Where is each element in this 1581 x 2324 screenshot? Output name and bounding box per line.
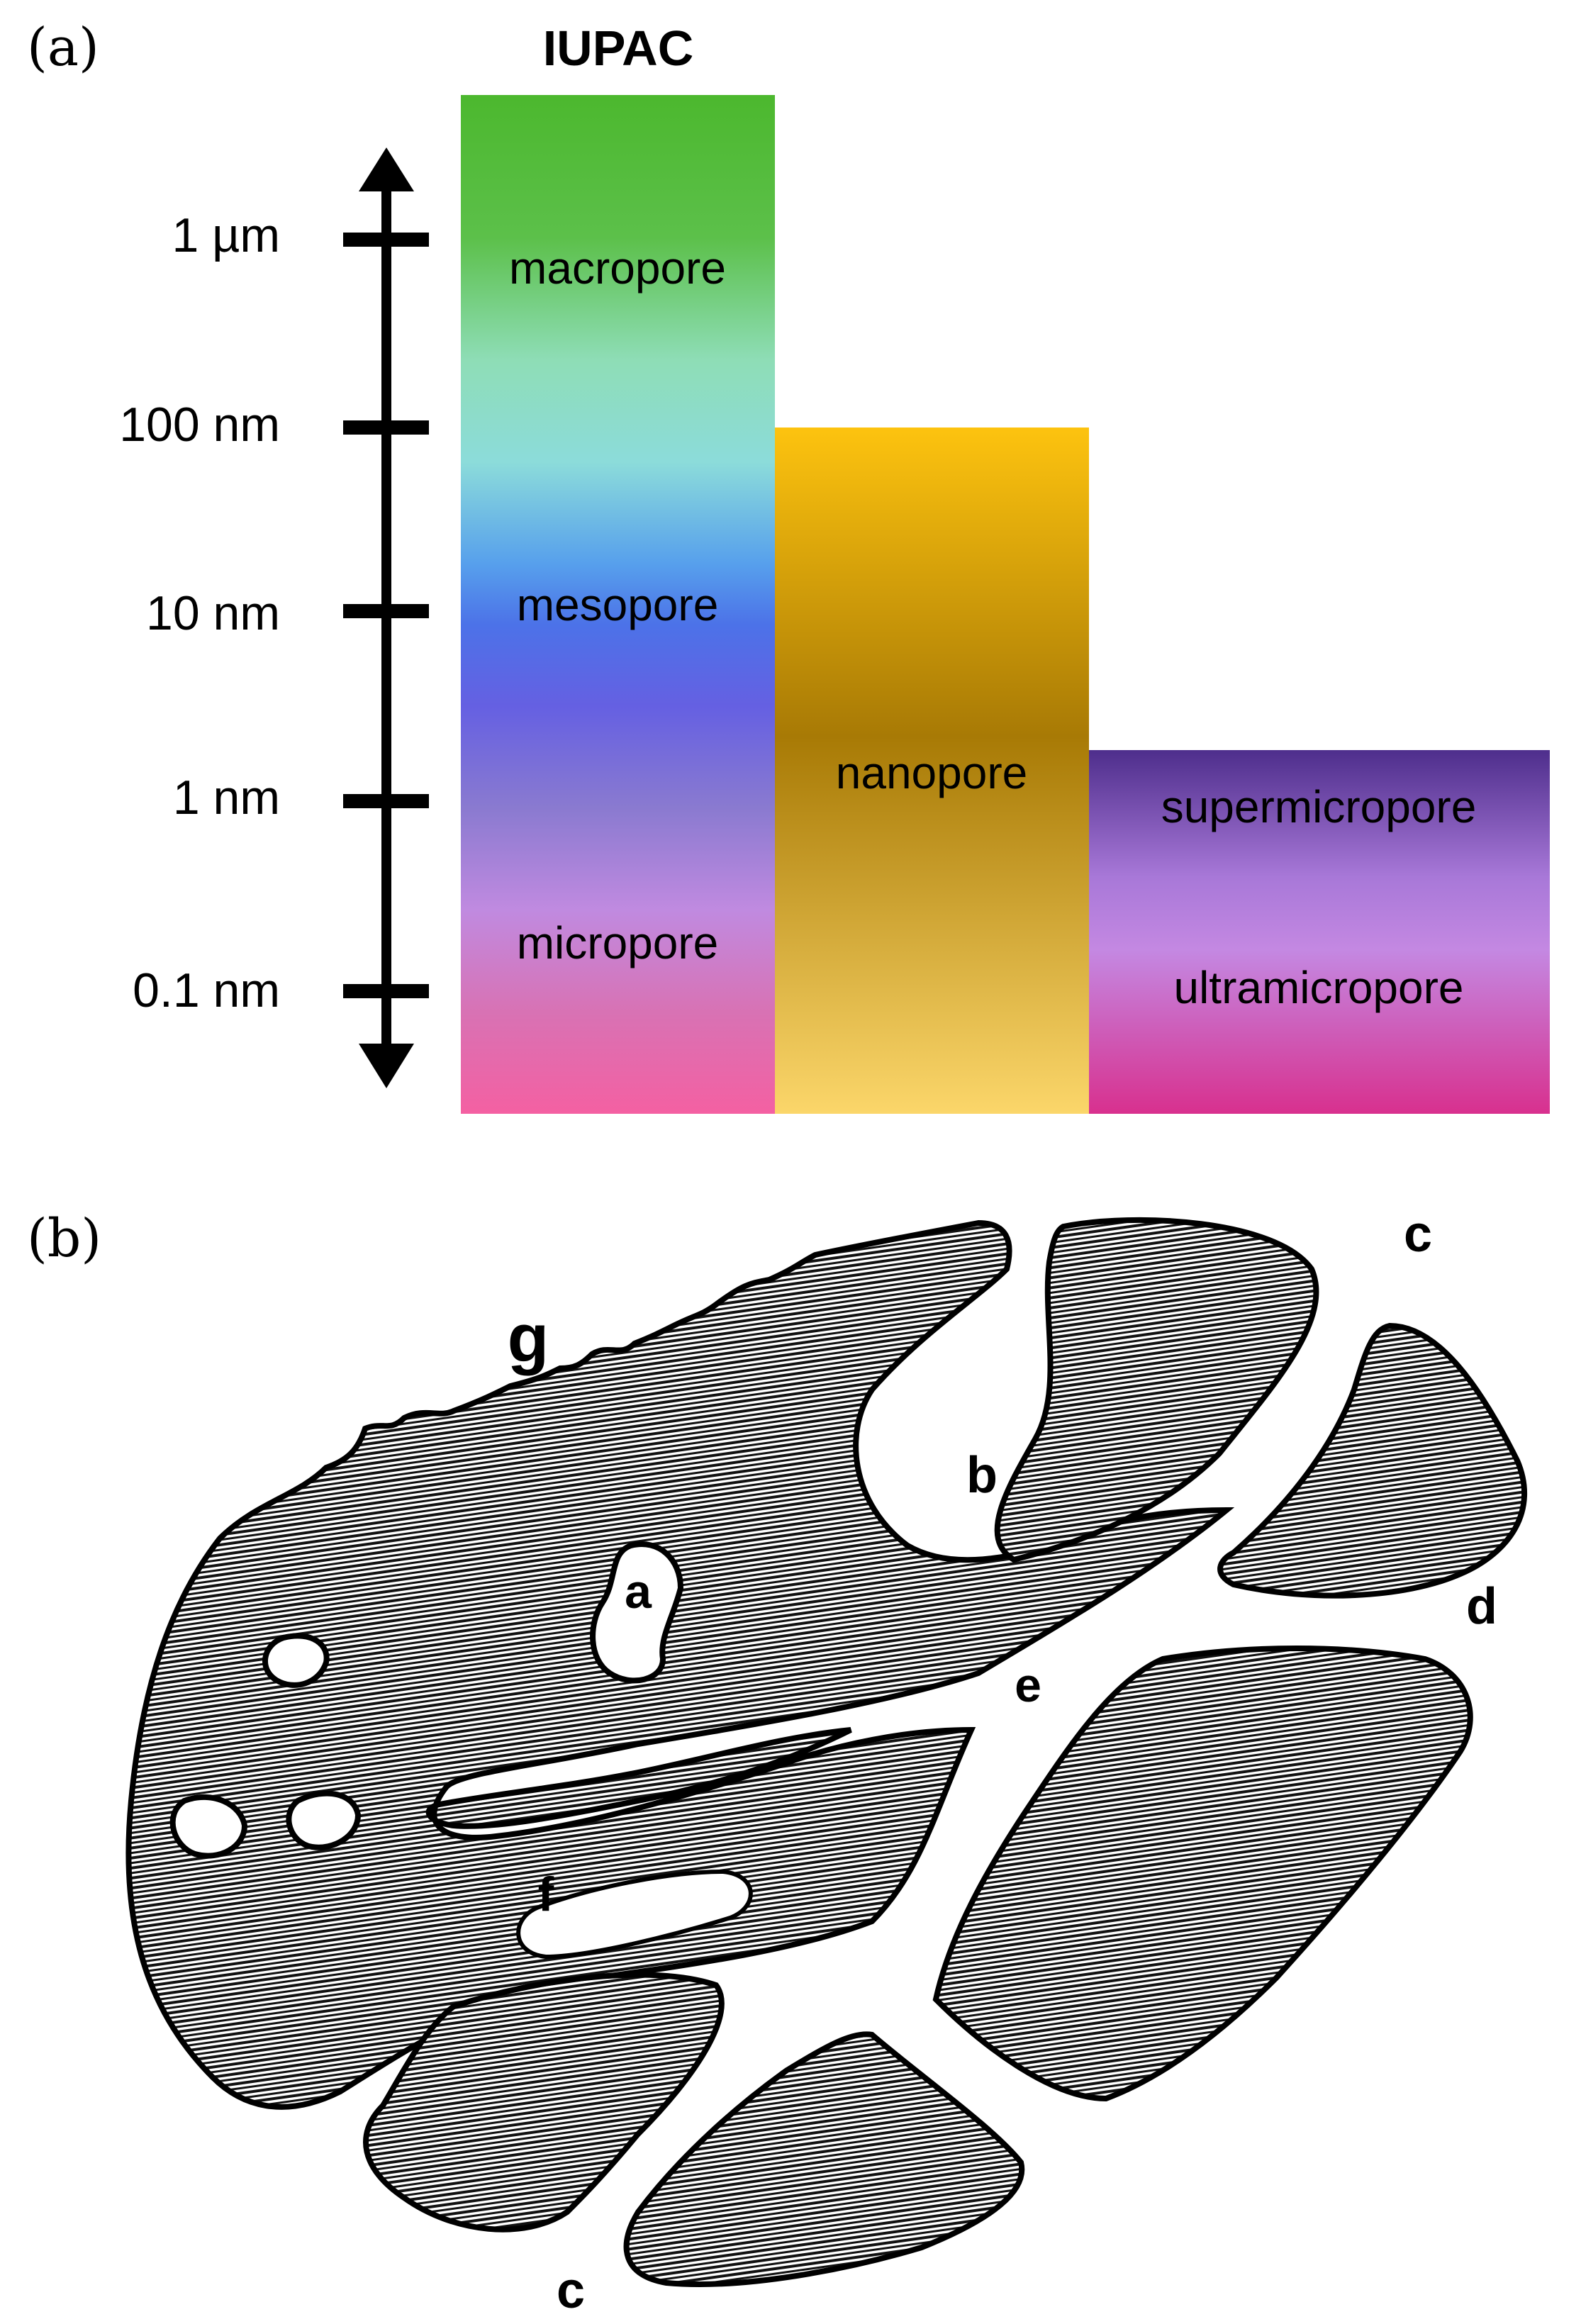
pore-label-g: g bbox=[508, 1300, 549, 1376]
tick-label-0-1nm: 0.1 nm bbox=[133, 963, 280, 1017]
main-grain-body bbox=[125, 1219, 1235, 2110]
right-middle-grain bbox=[932, 1646, 1473, 2102]
nanopore-column: nanopore bbox=[775, 428, 1089, 1114]
tick-label-1um: 1 µm bbox=[172, 208, 280, 262]
pore-label-e: e bbox=[1015, 1658, 1041, 1712]
tick-label-100nm: 100 nm bbox=[119, 398, 280, 452]
pore-label-c-top: c bbox=[1404, 1206, 1432, 1263]
bottom-center-grain bbox=[623, 2031, 1025, 2287]
nanopore-column-bar bbox=[775, 428, 1089, 1114]
axis-arrow-up bbox=[359, 147, 414, 191]
region-supermicropore: supermicropore bbox=[1161, 781, 1477, 832]
iupac-column-bar bbox=[461, 95, 775, 1114]
panel-b-label: (b) bbox=[27, 1208, 101, 1269]
panel-b: (b) a b c c d e f g bbox=[27, 1206, 1527, 2319]
pore-f-slit bbox=[516, 1869, 753, 1960]
subdivision-column-bar bbox=[1089, 750, 1550, 1114]
pore-label-d: d bbox=[1466, 1578, 1497, 1635]
pore-label-b: b bbox=[966, 1447, 998, 1504]
region-macropore: macropore bbox=[509, 242, 726, 294]
pore-label-f: f bbox=[538, 1867, 554, 1921]
far-right-grain bbox=[1217, 1322, 1527, 1599]
tick-label-10nm: 10 nm bbox=[146, 586, 280, 640]
pore-label-c-bottom: c bbox=[557, 2262, 585, 2319]
panel-a: (a) IUPAC 1 µm 100 nm 10 nm 1 nm 0.1 nm … bbox=[27, 17, 1550, 1114]
iupac-header: IUPAC bbox=[543, 21, 694, 76]
iupac-column: macropore mesopore micropore bbox=[461, 95, 775, 1114]
axis-arrow-down bbox=[359, 1044, 414, 1088]
subdivision-column: supermicropore ultramicropore bbox=[1089, 750, 1550, 1114]
region-ultramicropore: ultramicropore bbox=[1173, 962, 1463, 1013]
region-mesopore: mesopore bbox=[517, 579, 719, 630]
panel-a-label: (a) bbox=[27, 17, 99, 78]
upper-right-grain bbox=[994, 1217, 1319, 1563]
bottom-left-grain bbox=[363, 1972, 725, 2233]
size-scale-axis: 1 µm 100 nm 10 nm 1 nm 0.1 nm bbox=[119, 147, 429, 1088]
region-micropore: micropore bbox=[517, 917, 719, 968]
region-nanopore: nanopore bbox=[836, 747, 1027, 798]
pore-label-a: a bbox=[625, 1565, 652, 1619]
tick-label-1nm: 1 nm bbox=[173, 771, 280, 825]
